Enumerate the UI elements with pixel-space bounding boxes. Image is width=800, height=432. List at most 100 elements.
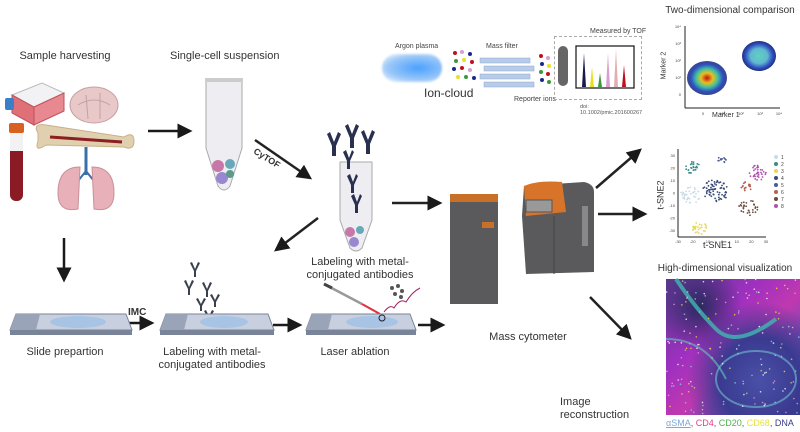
tsne-point bbox=[724, 193, 727, 196]
y-tick-label: 0 bbox=[673, 191, 676, 196]
tsne-point bbox=[754, 178, 757, 180]
tsne-point bbox=[760, 178, 763, 181]
y-tick-label: 20 bbox=[671, 165, 676, 170]
tof-spectrum bbox=[575, 45, 635, 89]
mass-cytometer-illustration bbox=[450, 181, 594, 304]
brain-icon bbox=[69, 86, 119, 124]
tsne-point bbox=[750, 200, 752, 202]
tsne-point bbox=[747, 209, 750, 212]
tsne-point bbox=[703, 186, 706, 189]
tsne-point bbox=[725, 159, 727, 161]
x-tick-label: 30 bbox=[764, 239, 769, 244]
legend-swatch bbox=[774, 176, 778, 180]
tsne-point bbox=[692, 227, 695, 230]
argon-plasma-label: Argon plasma bbox=[395, 43, 439, 50]
tsne-point bbox=[764, 173, 767, 176]
lungs-icon bbox=[57, 147, 115, 211]
tsne-point bbox=[744, 186, 747, 189]
x-tick-label: -10 bbox=[704, 239, 711, 244]
laser-ablation-illustration bbox=[305, 282, 421, 335]
tsne-point bbox=[745, 205, 748, 208]
labeling-slide-label: Labeling with metal- conjugated antibodi… bbox=[158, 346, 266, 371]
tsne-point bbox=[751, 200, 754, 203]
labeling-tube-label: Labeling with metal- conjugated antibodi… bbox=[306, 256, 414, 281]
tsne-point bbox=[700, 224, 703, 226]
tsne-point bbox=[695, 201, 697, 204]
y-tick-label: -20 bbox=[669, 216, 676, 221]
tsne-point bbox=[749, 183, 751, 186]
tsne-point bbox=[760, 173, 763, 176]
cytometer-main-unit-icon bbox=[522, 181, 594, 274]
tsne-point bbox=[742, 207, 745, 210]
tsne-point bbox=[695, 165, 698, 168]
measured-by-tof-label: Measured by TOF bbox=[590, 28, 647, 35]
tsne-point bbox=[692, 225, 694, 228]
tsne-point bbox=[722, 187, 725, 190]
tsne-xlabel: t-SNE1 bbox=[703, 240, 733, 250]
tsne-point bbox=[756, 166, 758, 169]
tsne-point bbox=[743, 204, 745, 207]
tsne-point bbox=[707, 184, 710, 187]
slide-labeling-illustration bbox=[159, 262, 275, 335]
sample-harvesting-label: Sample harvesting bbox=[19, 50, 111, 62]
tsne-point bbox=[756, 206, 759, 209]
tsne-point bbox=[753, 203, 756, 206]
argon-plasma-icon bbox=[382, 54, 442, 82]
tsne-point bbox=[691, 160, 693, 163]
tsne-point bbox=[707, 180, 710, 183]
tsne-point bbox=[741, 184, 744, 187]
tsne-point bbox=[713, 181, 716, 183]
tsne-point bbox=[687, 169, 690, 172]
tsne-point bbox=[700, 226, 703, 229]
tof-peak bbox=[598, 73, 602, 87]
tsne-point bbox=[756, 172, 759, 174]
tsne-point bbox=[722, 182, 725, 185]
labeling-tube-illustration bbox=[327, 124, 375, 252]
y-tick-label: 10² bbox=[675, 58, 681, 63]
x-tick-label: 0 bbox=[702, 111, 705, 116]
tsne-point bbox=[694, 225, 697, 228]
legend-label: 7 bbox=[781, 197, 784, 203]
tsne-point bbox=[683, 196, 685, 198]
tsne-point bbox=[752, 169, 755, 172]
tsne-point bbox=[710, 195, 713, 198]
legend-label: 8 bbox=[781, 204, 784, 210]
tsne-point bbox=[683, 197, 686, 200]
imc-arrow-label: IMC bbox=[128, 307, 147, 318]
tsne-point bbox=[711, 188, 714, 191]
tsne-point bbox=[748, 211, 751, 214]
tsne-point bbox=[739, 203, 742, 206]
y-tick-label: 30 bbox=[671, 153, 676, 158]
arrow-to-image bbox=[589, 296, 632, 340]
tsne-point bbox=[752, 175, 755, 178]
single-cell-suspension-label: Single-cell suspension bbox=[170, 50, 280, 62]
tsne-point bbox=[718, 191, 721, 194]
legend-swatch bbox=[774, 204, 778, 208]
tsne-point bbox=[749, 188, 752, 191]
tsne-point bbox=[745, 202, 748, 204]
arrow-to-2d bbox=[595, 148, 642, 189]
legend-label: 5 bbox=[781, 183, 784, 189]
tsne-point bbox=[688, 197, 691, 200]
culture-flask-icon bbox=[5, 82, 66, 126]
tsne-point bbox=[690, 166, 692, 169]
detector-icon bbox=[558, 46, 568, 86]
cell-icon bbox=[225, 159, 235, 169]
tsne-point bbox=[688, 171, 690, 174]
tsne-point bbox=[706, 182, 708, 184]
tsne-point bbox=[742, 211, 745, 213]
tsne-point bbox=[690, 172, 692, 174]
legend-swatch bbox=[774, 183, 778, 187]
slide-preparation-illustration bbox=[9, 313, 133, 335]
tsne-point bbox=[692, 161, 695, 164]
tsne-point bbox=[712, 193, 715, 196]
cell-icon bbox=[216, 172, 228, 184]
tsne-point bbox=[692, 166, 695, 169]
tsne-point bbox=[716, 191, 719, 193]
tsne-point bbox=[697, 163, 700, 166]
tsne-point bbox=[694, 168, 697, 171]
tsne-point bbox=[717, 156, 720, 159]
y-tick-label: 10¹ bbox=[675, 75, 681, 80]
tsne-point bbox=[757, 173, 760, 176]
